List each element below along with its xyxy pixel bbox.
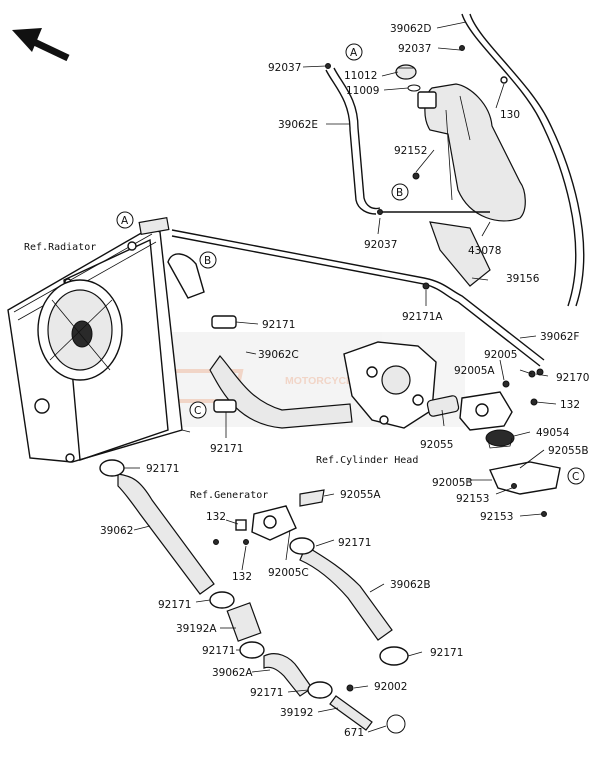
label-92037: 92037 [364, 239, 397, 251]
label-671: 671 [344, 727, 364, 739]
label-132: 132 [232, 571, 252, 583]
label-11012: 11012 [344, 70, 377, 82]
label-92005: 92005 [484, 349, 517, 361]
gasket-11009 [407, 84, 421, 92]
hose-39062B [299, 545, 393, 641]
label-92171: 92171 [262, 319, 295, 331]
marker-c-label: C [194, 405, 201, 417]
label-92055A: 92055A [340, 489, 381, 501]
label-39062D: 39062D [390, 23, 432, 35]
ref-cylinder-head: Ref.Cylinder Head [316, 455, 418, 466]
hose-39062D [461, 13, 577, 307]
cover-39156 [429, 221, 491, 287]
label-92055: 92055 [420, 439, 453, 451]
reserve-tank-43078 [417, 83, 526, 222]
o-ring-671 [386, 714, 406, 734]
marker-b-label: B [396, 187, 403, 199]
hose-39062C [209, 355, 353, 429]
marker-a-radiator: A [116, 211, 134, 229]
hose-39062E [325, 69, 377, 215]
gasket-92055 [426, 395, 460, 417]
marker-c-right: C [567, 467, 585, 485]
label-92171: 92171 [430, 647, 463, 659]
cylinder-head [343, 341, 437, 429]
label-39062: 39062 [100, 525, 133, 537]
bolt-92002 [346, 684, 354, 692]
label-92037: 92037 [268, 62, 301, 74]
leader-lines [124, 21, 557, 733]
marker-b-top: B [391, 183, 409, 201]
label-92153: 92153 [456, 493, 489, 505]
thermostat-49054 [485, 429, 515, 449]
label-130: 130 [500, 109, 520, 121]
bolt-130 [500, 76, 508, 84]
label-49054: 49054 [536, 427, 570, 439]
clamp-92171A [422, 282, 430, 290]
watermark-text: MOTORCYCLE [285, 375, 359, 387]
label-39192A: 39192A [176, 623, 217, 635]
label-92171: 92171 [202, 645, 235, 657]
pipe-39192 [329, 695, 373, 731]
radiator-inlet-neck [167, 253, 205, 299]
label-39192: 39192 [280, 707, 313, 719]
label-39062A: 39062A [212, 667, 253, 679]
label-39062F: 39062F [540, 331, 579, 343]
marker-b-radiator: B [199, 251, 217, 269]
ref-generator: Ref.Generator [190, 490, 268, 501]
label-11009: 11009 [346, 85, 379, 97]
label-92152: 92152 [394, 145, 427, 157]
label-92002: 92002 [374, 681, 407, 693]
damper-92152 [412, 172, 420, 180]
filler-cap-11012 [395, 64, 417, 80]
label-132: 132 [206, 511, 226, 523]
label-92005B: 92005B [432, 477, 473, 489]
label-92171: 92171 [158, 599, 191, 611]
hose-39062A [263, 653, 313, 697]
marker-a-label: A [121, 215, 129, 227]
marker-a-top: A [345, 43, 363, 61]
label-92171: 92171 [210, 443, 243, 455]
label-92037: 92037 [398, 43, 431, 55]
hose-39062 [117, 473, 215, 595]
marker-a-label: A [350, 47, 358, 59]
label-39062B: 39062B [390, 579, 431, 591]
marker-c-left: C [189, 401, 207, 419]
label-92171: 92171 [146, 463, 179, 475]
label-92171: 92171 [338, 537, 371, 549]
thermostat-housing [459, 370, 538, 431]
pipe-39192A [226, 602, 262, 642]
generator-fitting [213, 489, 325, 545]
label-92171A: 92171A [402, 311, 443, 323]
clip-92037 [325, 63, 331, 69]
ref-radiator: Ref.Radiator [24, 242, 96, 253]
label-92171: 92171 [250, 687, 283, 699]
label-39062E: 39062E [278, 119, 318, 131]
label-132: 132 [560, 399, 580, 411]
label-39156: 39156 [506, 273, 540, 285]
clamp-92171 [211, 315, 237, 329]
marker-b-label: B [204, 255, 211, 267]
label-92005C: 92005C [268, 567, 309, 579]
marker-c-label: C [572, 471, 579, 483]
front-direction-arrow-icon [12, 28, 70, 62]
label-92153: 92153 [480, 511, 513, 523]
label-92055B: 92055B [548, 445, 589, 457]
radiator-fan [37, 279, 123, 381]
label-92170: 92170 [556, 372, 589, 384]
label-43078: 43078 [468, 245, 501, 257]
label-92005A: 92005A [454, 365, 495, 377]
label-39062C: 39062C [258, 349, 299, 361]
thermostat-cap [489, 461, 561, 495]
